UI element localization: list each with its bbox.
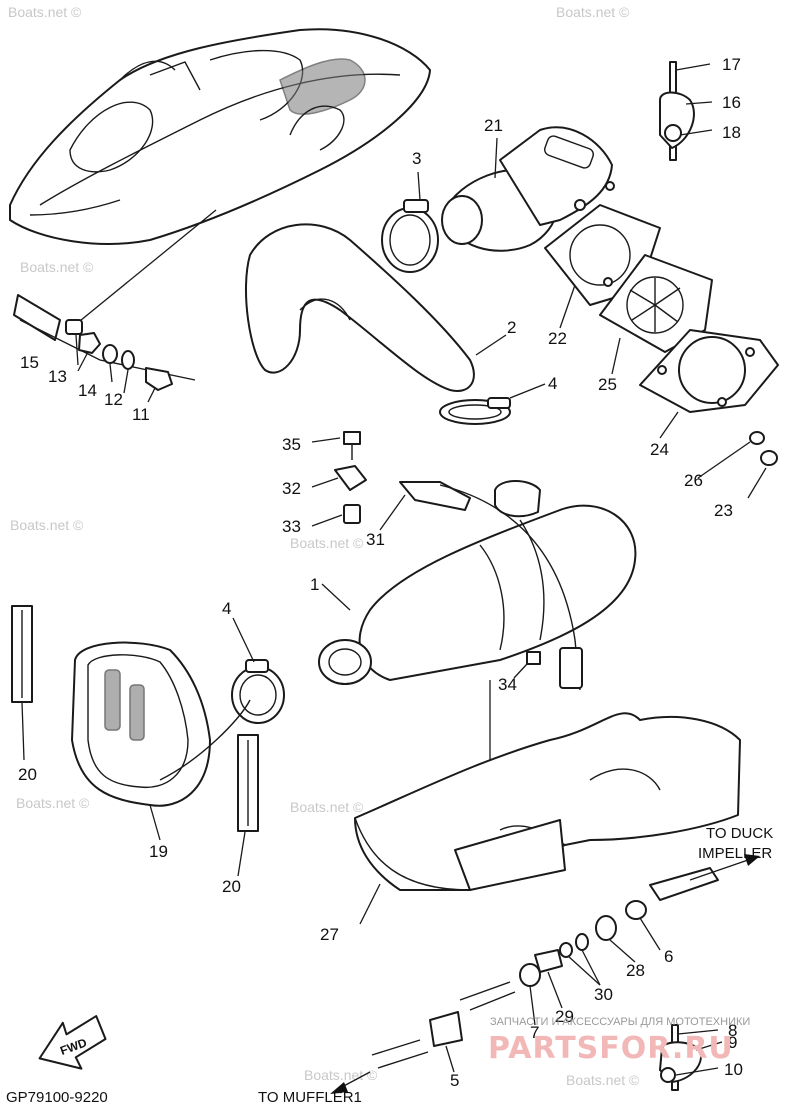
callout-18: 18 (722, 123, 741, 142)
callout-13: 13 (48, 367, 67, 386)
callout-31: 31 (366, 530, 385, 549)
callout-6: 6 (664, 947, 673, 966)
callout-15: 15 (20, 353, 39, 372)
watermark-bottom-middle: Boats.net © (304, 1067, 378, 1083)
callout-21: 21 (484, 116, 503, 135)
hose-2 (245, 223, 475, 392)
ad-brand: PARTSFOR.RU (488, 1031, 734, 1066)
callout-26: 26 (684, 471, 703, 490)
callout-10: 10 (724, 1060, 743, 1079)
watermark-left-lower: Boats.net © (16, 795, 90, 811)
callout-29: 29 (555, 1007, 574, 1026)
rubber-boot-19 (71, 641, 251, 807)
watermark-top-left: Boats.net © (8, 4, 82, 20)
watermark-left-upper: Boats.net © (20, 259, 94, 275)
callout-28: 28 (626, 961, 645, 980)
ad-tagline: ЗАПЧАСТИ И АКСЕССУАРЫ ДЛЯ МОТОТЕХНИКИ (490, 1016, 750, 1028)
callout-25: 25 (598, 375, 617, 394)
fitting-group-11-15 (13, 294, 196, 391)
watermark-left-middle: Boats.net © (10, 517, 84, 533)
callout-12: 12 (104, 390, 123, 409)
hose-fitting-group-bottom (371, 867, 719, 1091)
callout-3: 3 (412, 149, 421, 168)
callout-17: 17 (722, 55, 741, 74)
outlet-label-line-2: IMPELLER (698, 845, 772, 862)
callout-8: 8 (728, 1021, 737, 1040)
callout-1: 1 (310, 575, 319, 594)
leader-lines (21, 63, 767, 1076)
clamp-4-lower (231, 659, 285, 724)
gasket-25 (599, 254, 713, 353)
diagram-code: GP79100-9220 (6, 1089, 108, 1106)
watermark-lower-middle: Boats.net © (290, 799, 364, 815)
partsfor-ad: ЗАПЧАСТИ И АКСЕССУАРЫ ДЛЯ МОТОТЕХНИКИ PA… (488, 1016, 750, 1066)
watermark-bottom-right: Boats.net © (566, 1072, 640, 1088)
outlet-label-line-1: TO DUCK (706, 825, 773, 842)
seal-strip-20-lower (237, 734, 259, 832)
callout-32: 32 (282, 479, 301, 498)
callout-11: 11 (132, 405, 150, 424)
flange-24 (639, 329, 779, 413)
clamp-4-upper (439, 397, 511, 425)
callout-14: 14 (78, 381, 97, 400)
watermark-top-right: Boats.net © (556, 4, 630, 20)
callout-16: 16 (722, 93, 741, 112)
callout-numbers: 1 2 3 4 4 5 6 7 8 9 10 11 12 13 14 15 16… (18, 55, 743, 1090)
callout-20-left: 20 (18, 765, 37, 784)
exhaust-pipe-21 (441, 126, 615, 252)
callout-23: 23 (714, 501, 733, 520)
callout-7: 7 (530, 1023, 539, 1042)
callout-2: 2 (507, 318, 516, 337)
callout-34: 34 (498, 675, 517, 694)
fitting-group-31-35 (334, 431, 471, 531)
seal-strip-20-left (11, 605, 33, 703)
callout-33: 33 (282, 517, 301, 536)
callout-20-lower: 20 (222, 877, 241, 896)
callout-27: 27 (320, 925, 339, 944)
muffler-1 (318, 480, 637, 790)
watercraft-illustration (9, 28, 431, 326)
fwd-arrow: FWD (38, 1015, 107, 1070)
callout-4-lower: 4 (222, 599, 231, 618)
callout-24: 24 (650, 440, 669, 459)
watermark-middle: Boats.net © (290, 535, 364, 551)
callout-22: 22 (548, 329, 567, 348)
clamp-3 (381, 199, 439, 273)
callout-9: 9 (728, 1033, 737, 1052)
callout-35: 35 (282, 435, 301, 454)
foam-block-27 (354, 712, 741, 891)
callout-30: 30 (594, 985, 613, 1004)
callout-4-upper: 4 (548, 374, 557, 393)
muffler-outlet-label: TO MUFFLER1 (258, 1089, 362, 1106)
callout-19: 19 (149, 842, 168, 861)
outlet-arrows (330, 854, 760, 1094)
callout-5: 5 (450, 1071, 459, 1090)
